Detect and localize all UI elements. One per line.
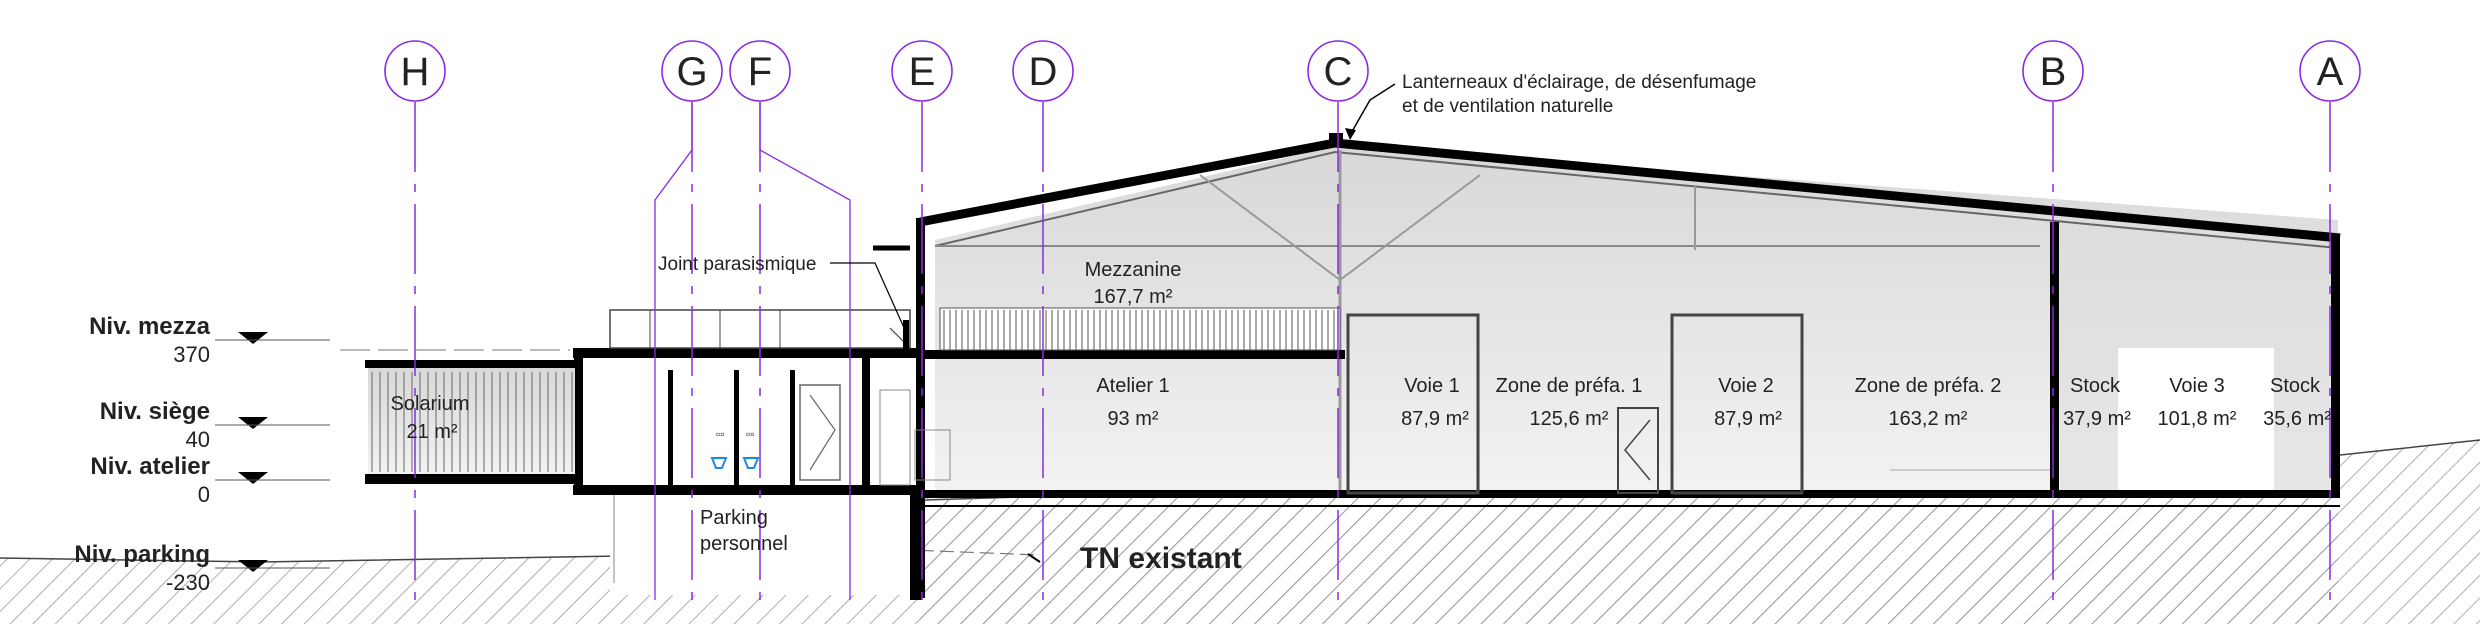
- axis-label: H: [401, 50, 430, 94]
- toilet-icon-2: ▫▫: [746, 427, 755, 441]
- toilet-bowl-1: [710, 457, 728, 469]
- voie1-door: [1346, 313, 1480, 495]
- stock2-area: 35,6 m²: [2263, 408, 2331, 430]
- axis-a: A: [2299, 40, 2361, 600]
- hall-interior: [935, 146, 2338, 493]
- voie1-area: 87,9 m²: [1401, 408, 1469, 430]
- axis-g: G: [661, 40, 723, 600]
- level-marker: Niv. parking-230: [74, 541, 330, 595]
- office-upper-slab: [573, 348, 923, 358]
- axis-d: D: [1012, 40, 1074, 600]
- level-value: 40: [186, 427, 210, 452]
- level-name: Niv. siège: [100, 398, 210, 425]
- voie2-area: 87,9 m²: [1714, 408, 1782, 430]
- axis-label: A: [2317, 50, 2344, 94]
- roof-lantern: [1329, 133, 1343, 147]
- stock1-name: Stock: [2070, 375, 2121, 397]
- parking-line2: personnel: [700, 533, 788, 555]
- axis-f: F: [729, 40, 791, 600]
- mezzanine-slab: [925, 350, 1345, 359]
- mezzanine-railing: [939, 307, 1341, 351]
- voie3-bay: [2118, 348, 2274, 493]
- axis-label: E: [909, 50, 936, 94]
- roof-inner: [934, 150, 2339, 249]
- voie2-door: [1670, 313, 1804, 495]
- level-name: Niv. parking: [74, 541, 210, 568]
- solarium-frame: [368, 368, 576, 474]
- prefa2-area: 163,2 m²: [1889, 408, 1968, 430]
- lantern-note-line1: Lanterneaux d'éclairage, de désenfumage: [1402, 72, 1756, 93]
- parking-line1: Parking: [700, 507, 768, 529]
- toilet-bowl-2: [742, 457, 760, 469]
- lantern-note-line2: et de ventilation naturelle: [1402, 96, 1613, 117]
- voie3-area: 101,8 m²: [2158, 408, 2237, 430]
- joint-label: Joint parasismique: [658, 254, 816, 275]
- toilet-icon-1: ▫▫: [716, 427, 725, 441]
- prefa1-area: 125,6 m²: [1530, 408, 1609, 430]
- axis-label: F: [748, 50, 772, 94]
- axis-h: H: [384, 40, 446, 600]
- mezzanine-name: Mezzanine: [1085, 259, 1182, 281]
- level-value: 0: [198, 482, 210, 507]
- joint-leader: [830, 262, 906, 331]
- axis-label: G: [676, 50, 707, 94]
- office-col-2: [734, 370, 739, 485]
- stock2-name: Stock: [2270, 375, 2321, 397]
- prefa1-door: [1617, 407, 1659, 494]
- office-col-3: [790, 370, 795, 485]
- atelier1-name: Atelier 1: [1096, 375, 1169, 397]
- parking-area: [614, 495, 916, 583]
- office-wall-mid: [862, 358, 870, 485]
- axis-c: C: [1307, 40, 1369, 600]
- solarium-floor: [365, 474, 579, 484]
- level-value: -230: [166, 570, 210, 595]
- tn-label: TN existant: [1080, 542, 1242, 575]
- level-name: Niv. atelier: [90, 453, 210, 480]
- axis-label: B: [2040, 50, 2067, 94]
- office-lower-slab: [573, 485, 923, 495]
- solarium-roof: [365, 360, 579, 368]
- solarium-area: 21 m²: [406, 421, 457, 443]
- axis-e: E: [891, 40, 953, 600]
- mezzanine-area: 167,7 m²: [1094, 286, 1173, 308]
- voie1-name: Voie 1: [1404, 375, 1460, 397]
- tn-leader: [1027, 553, 1041, 563]
- wall-e: [916, 218, 925, 598]
- stock1-area: 37,9 m²: [2063, 408, 2131, 430]
- wall-b: [2050, 222, 2059, 493]
- solarium-name: Solarium: [391, 393, 470, 415]
- axis-label: C: [1324, 50, 1353, 94]
- prefa2-name: Zone de préfa. 2: [1855, 375, 2002, 397]
- prefa1-name: Zone de préfa. 1: [1496, 375, 1643, 397]
- lantern-leader: [1349, 83, 1396, 136]
- level-name: Niv. mezza: [89, 313, 211, 340]
- office-col-1: [668, 370, 673, 485]
- level-value: 370: [173, 342, 210, 367]
- axis-label: D: [1029, 50, 1058, 94]
- wall-a-ground: [2331, 450, 2340, 493]
- voie3-name: Voie 3: [2169, 375, 2225, 397]
- wall-a: [2331, 238, 2340, 493]
- atelier1-area: 93 m²: [1107, 408, 1158, 430]
- axis-b: B: [2022, 40, 2084, 600]
- voie2-name: Voie 2: [1718, 375, 1774, 397]
